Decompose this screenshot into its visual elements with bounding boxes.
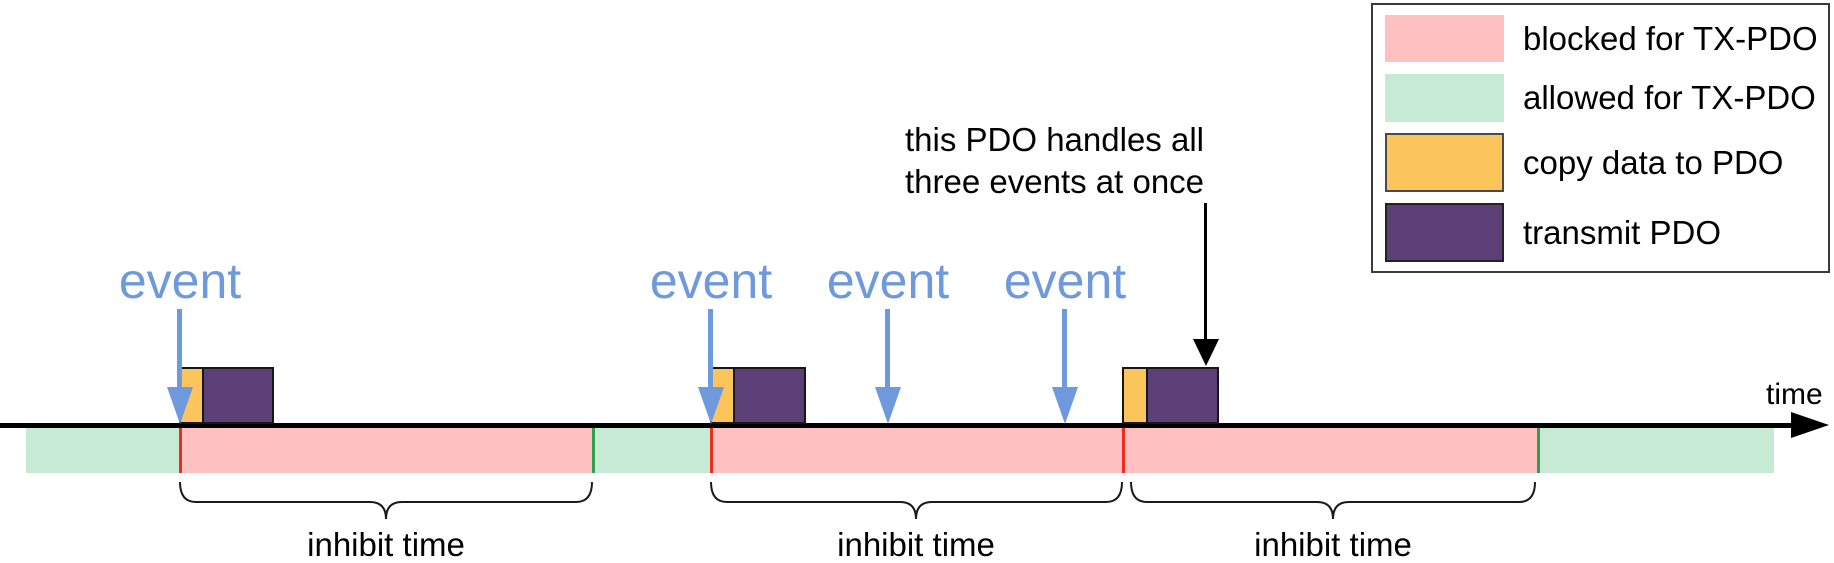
event-label: event [1003, 253, 1127, 309]
legend-label-copy-data: copy data to PDO [1523, 144, 1784, 181]
inhibit-brace [179, 481, 593, 520]
timeline-segment-allowed [592, 428, 711, 473]
annotation-text: this PDO handles all three events at onc… [905, 119, 1204, 203]
legend-swatch-allowed [1385, 74, 1504, 122]
event-arrow [177, 309, 182, 390]
inhibit-start-marker [710, 428, 713, 473]
event-arrow [708, 309, 713, 390]
time-axis-arrowhead-icon [1791, 412, 1829, 438]
annotation-arrow [1204, 203, 1207, 340]
event-arrow [885, 309, 890, 390]
transmit-pdo-block [202, 367, 274, 424]
event-label: event [118, 253, 242, 309]
allowed-start-marker [592, 428, 595, 473]
annotation-line-2: three events at once [905, 163, 1205, 200]
time-axis-label: time [1766, 378, 1823, 411]
legend-swatch-copy-data [1385, 133, 1504, 192]
inhibit-time-label: inhibit time [1254, 526, 1412, 563]
legend-label-transmit: transmit PDO [1523, 214, 1722, 251]
copy-data-block [1122, 367, 1148, 424]
timeline-segment-allowed [26, 428, 180, 473]
inhibit-time-label: inhibit time [307, 526, 465, 563]
legend-swatch-transmit [1385, 203, 1504, 262]
timeline-segment-blocked [180, 428, 592, 473]
annotation-line-1: this PDO handles all [905, 121, 1204, 158]
transmit-pdo-block [733, 367, 806, 424]
inhibit-start-marker [179, 428, 182, 473]
inhibit-brace [1130, 481, 1536, 520]
event-arrow [1062, 309, 1067, 390]
legend-label-blocked: blocked for TX-PDO [1523, 20, 1818, 57]
inhibit-time-label: inhibit time [837, 526, 995, 563]
allowed-start-marker [1537, 428, 1540, 473]
event-arrowhead-icon [1052, 387, 1078, 424]
inhibit-start-marker [1122, 428, 1125, 473]
timeline-segment-allowed [1537, 428, 1774, 473]
time-axis [0, 423, 1792, 428]
legend: blocked for TX-PDO allowed for TX-PDO co… [1371, 3, 1830, 273]
inhibit-brace [710, 481, 1123, 520]
legend-swatch-blocked [1385, 15, 1504, 62]
event-arrowhead-icon [698, 387, 724, 424]
legend-label-allowed: allowed for TX-PDO [1523, 79, 1816, 116]
event-arrowhead-icon [875, 387, 901, 424]
event-label: event [826, 253, 950, 309]
annotation-arrowhead-icon [1193, 339, 1219, 366]
event-arrowhead-icon [167, 387, 193, 424]
transmit-pdo-block [1146, 367, 1219, 424]
event-label: event [649, 253, 773, 309]
